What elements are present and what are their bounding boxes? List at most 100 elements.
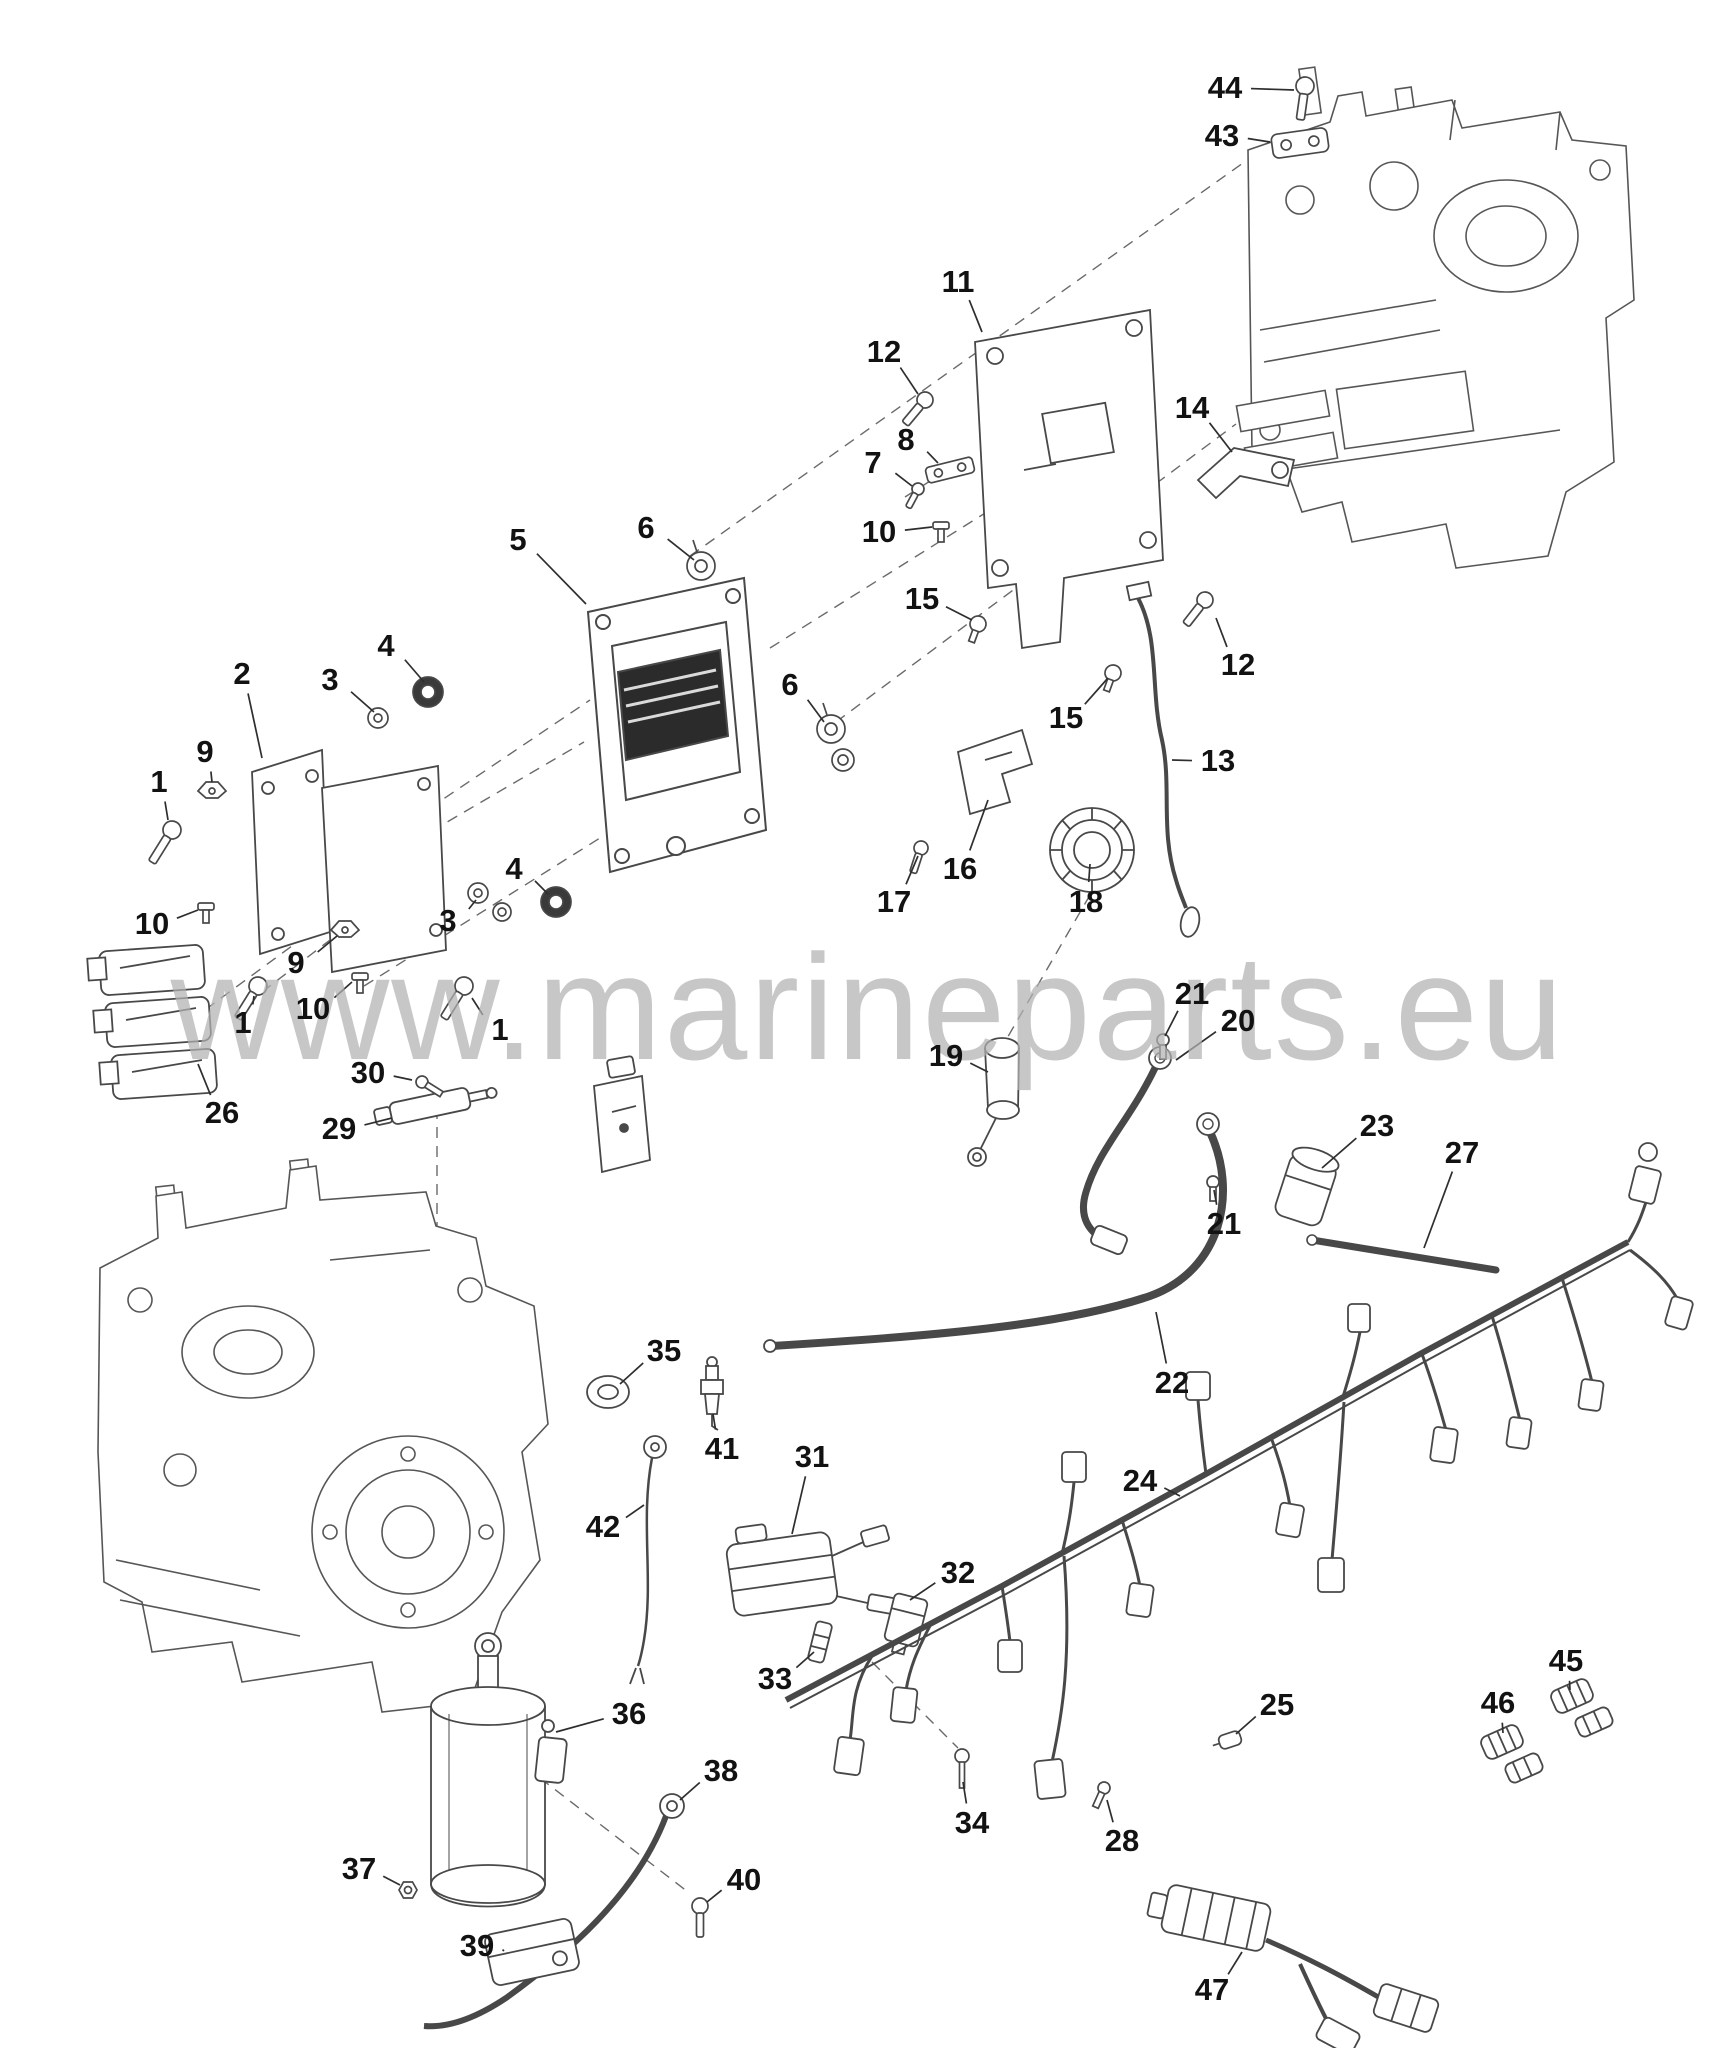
callout-1: 1: [491, 1012, 509, 1047]
screw-34: [954, 1748, 970, 1789]
bolt-12b: [1182, 591, 1214, 627]
ignition-coils: [86, 944, 218, 1100]
fuse-33: [807, 1620, 833, 1664]
bolt-40: [691, 1897, 709, 1938]
rivet-10c: [351, 972, 369, 994]
bolt-1c: [440, 976, 474, 1021]
callout-46: 46: [1480, 1685, 1516, 1720]
mount-43: [1270, 127, 1330, 159]
temp-sensor-kit: [373, 1055, 651, 1174]
callout-28: 28: [1104, 1823, 1140, 1858]
ignition-switch-assembly: [1146, 1884, 1440, 2048]
callout-24: 24: [1122, 1463, 1158, 1498]
nut-37: [398, 1881, 418, 1899]
nut-15a: [967, 615, 987, 644]
grommet-6b: [816, 702, 846, 744]
starter-bracket: [484, 1918, 580, 1986]
callout-17: 17: [876, 884, 912, 919]
bolt-21b: [1206, 1175, 1220, 1202]
bolt-17: [909, 840, 929, 875]
battery-cable: [763, 1112, 1227, 1353]
washer-extra: [492, 902, 512, 922]
callout-44: 44: [1207, 70, 1243, 105]
callout-12: 12: [1220, 647, 1256, 682]
callout-45: 45: [1548, 1643, 1584, 1678]
fasteners: [148, 76, 1330, 1938]
rivet-10b: [197, 902, 215, 924]
stay-bracket: [1196, 447, 1296, 500]
bolt-12a: [901, 391, 934, 427]
callout-21: 21: [1174, 976, 1210, 1011]
callout-9: 9: [287, 945, 305, 980]
callout-19: 19: [928, 1038, 964, 1073]
callout-32: 32: [940, 1555, 976, 1590]
callout-4: 4: [505, 851, 523, 886]
callout-14: 14: [1174, 390, 1210, 425]
ecm-module: [586, 576, 768, 874]
plate-8: [924, 456, 976, 484]
bolt-7: [905, 482, 925, 510]
shift-actuator: [967, 1037, 1020, 1167]
starter-motor: [430, 1632, 568, 1908]
spark-plug: [700, 1356, 724, 1431]
callout-6: 6: [637, 510, 655, 545]
lead-sensor: [629, 1435, 667, 1685]
callout-36: 36: [611, 1696, 647, 1731]
callout-29: 29: [321, 1111, 357, 1146]
callout-9: 9: [196, 734, 214, 769]
electrical-bracket: [974, 308, 1164, 650]
coil-bracket: [251, 748, 447, 974]
callout-18: 18: [1068, 884, 1104, 919]
callout-3: 3: [439, 903, 457, 938]
cable-clamp: [956, 728, 1034, 816]
callout-37: 37: [341, 1851, 377, 1886]
grommet-6a: [686, 539, 716, 581]
terminal-cap: [1274, 1146, 1340, 1227]
callout-8: 8: [897, 422, 915, 457]
ground-cable: [423, 1793, 685, 2030]
wiring-harness: [784, 1142, 1694, 1800]
clip-25: [1212, 1730, 1243, 1750]
callout-25: 25: [1259, 1687, 1295, 1722]
callout-10: 10: [295, 991, 331, 1026]
rubber-grommet-ring: [1049, 807, 1135, 893]
nut-15b: [1102, 664, 1122, 693]
callout-22: 22: [1154, 1365, 1190, 1400]
washer-3a: [367, 707, 389, 729]
bolt-1a: [148, 820, 182, 865]
callout-13: 13: [1200, 743, 1236, 778]
connector-caps: [1480, 1678, 1614, 1784]
callout-20: 20: [1220, 1003, 1256, 1038]
callout-15: 15: [904, 581, 940, 616]
callout-10: 10: [134, 906, 170, 941]
callout-12: 12: [866, 334, 902, 369]
collar-4a: [412, 676, 444, 708]
callout-4: 4: [377, 628, 395, 663]
washer-3b: [467, 882, 489, 904]
callout-3: 3: [321, 662, 339, 697]
callout-27: 27: [1444, 1135, 1480, 1170]
callout-2: 2: [233, 656, 251, 691]
relay-bracket-assembly: [725, 1523, 929, 1664]
engine-block-bottom-left: [97, 1158, 549, 1713]
callout-26: 26: [204, 1095, 240, 1130]
sealant-tube: [593, 1055, 651, 1174]
bolt-21a: [1156, 1033, 1170, 1060]
bolt-44: [1295, 76, 1315, 121]
grommet-6c: [831, 748, 855, 772]
callout-16: 16: [942, 851, 978, 886]
latch-9a: [196, 781, 228, 799]
rivet-10a: [932, 521, 950, 543]
callout-5: 5: [509, 522, 527, 557]
callout-1: 1: [234, 1005, 252, 1040]
latch-9b: [329, 920, 361, 938]
screw-30: [415, 1075, 445, 1098]
bolt-28: [1091, 1781, 1111, 1810]
callout-23: 23: [1359, 1108, 1395, 1143]
callout-38: 38: [703, 1753, 739, 1788]
engine-block-top-right: [1235, 66, 1635, 569]
callout-43: 43: [1204, 118, 1240, 153]
callout-11: 11: [941, 264, 975, 299]
callout-10: 10: [861, 514, 897, 549]
